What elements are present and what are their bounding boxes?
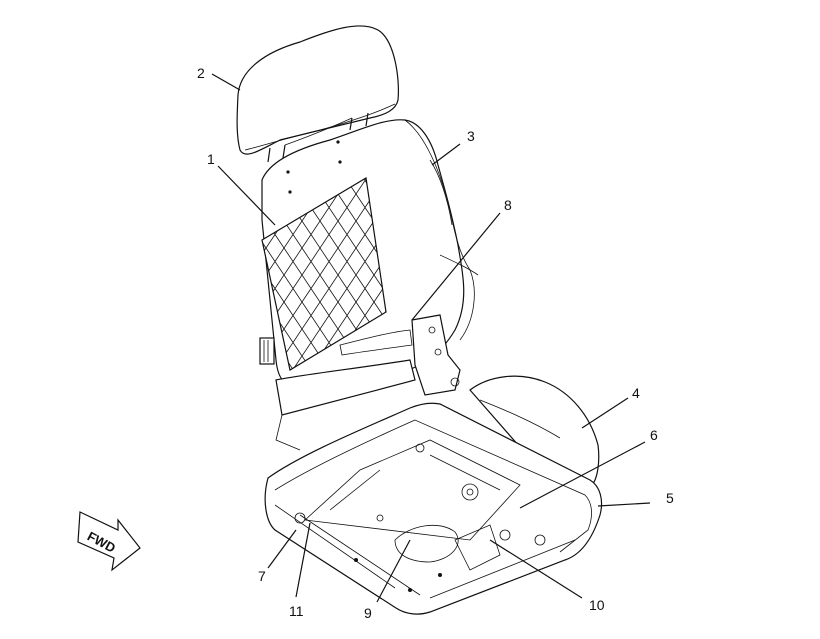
- callout-1: 1: [207, 151, 215, 167]
- mesh-strand: [262, 178, 319, 370]
- mesh-strand: [88, 170, 228, 380]
- recline-mechanism: [275, 314, 461, 451]
- callout-10: 10: [589, 597, 605, 613]
- mesh-strand: [262, 178, 373, 370]
- callout-7: 7: [258, 568, 266, 584]
- callout-4: 4: [632, 385, 640, 401]
- mesh-strand: [88, 170, 228, 380]
- mesh-strand: [262, 178, 265, 370]
- headrest: [236, 25, 400, 163]
- callout-3: 3: [467, 128, 475, 144]
- mesh-strand: [106, 170, 246, 380]
- seat-base-frame: [264, 402, 603, 615]
- mesh-strand: [106, 170, 246, 380]
- mesh-strand: [262, 178, 265, 370]
- mesh-strand: [34, 170, 174, 380]
- leader-lines: [211, 73, 651, 603]
- callout-9: 9: [364, 605, 372, 621]
- callout-8: 8: [504, 197, 512, 213]
- mesh-strand: [70, 170, 210, 380]
- mesh-strand: [285, 178, 386, 370]
- mesh-strand: [303, 178, 386, 370]
- mesh-strand: [448, 170, 588, 380]
- mesh-strand: [466, 170, 606, 380]
- mesh-strand: [34, 170, 174, 380]
- callout-5: 5: [666, 490, 674, 506]
- mesh-strand: [339, 178, 386, 370]
- callout-2: 2: [197, 65, 205, 81]
- mesh-strand: [52, 170, 192, 380]
- mesh-strand: [70, 170, 210, 380]
- forward-arrow-icon: FWD: [77, 511, 141, 572]
- mesh-strand: [321, 178, 386, 370]
- mesh-strand: [262, 178, 355, 370]
- mesh-strand: [466, 170, 606, 380]
- callout-11: 11: [289, 603, 304, 619]
- callouts: 2 1 3 8 4 6 5 7 11 9 10: [197, 65, 674, 621]
- mesh-strand: [448, 170, 588, 380]
- callout-6: 6: [650, 427, 658, 443]
- seat-cushion: [469, 375, 600, 486]
- mesh-strand: [52, 170, 192, 380]
